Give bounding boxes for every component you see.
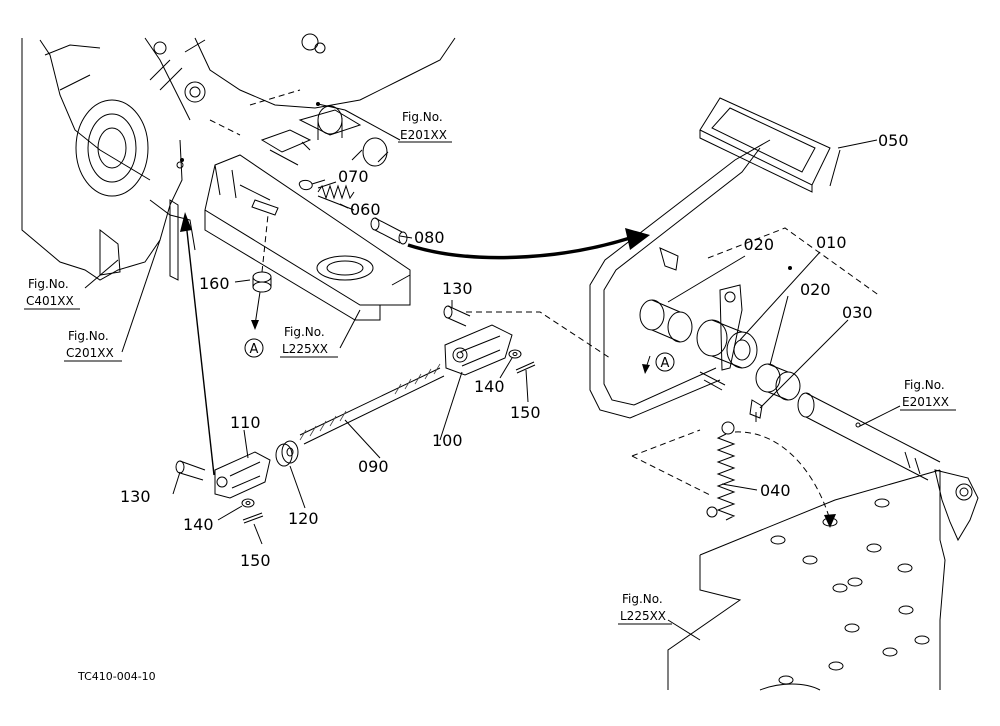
part-label: 040 bbox=[760, 481, 791, 500]
pin-130-upper bbox=[443, 305, 471, 327]
frame-holes bbox=[770, 498, 930, 685]
svg-text:Fig.No.: Fig.No. bbox=[284, 325, 325, 339]
leader-lines bbox=[84, 102, 901, 641]
part-label: 030 bbox=[842, 303, 873, 322]
svg-text:A: A bbox=[661, 356, 670, 371]
washer-140-lower bbox=[241, 498, 255, 508]
svg-text:Fig.No.: Fig.No. bbox=[904, 378, 945, 392]
drawing-code: TC410-004-10 bbox=[77, 670, 156, 683]
part-label: 120 bbox=[288, 509, 319, 528]
cotter-150-upper bbox=[515, 361, 536, 374]
marker-a-right: A bbox=[642, 352, 675, 374]
figure-ref-e201xx-top: Fig.No. E201XX bbox=[398, 110, 452, 143]
part-label: 150 bbox=[510, 403, 541, 422]
part-label: 020 bbox=[800, 280, 831, 299]
pedal-boss-010 bbox=[696, 284, 758, 391]
svg-text:L225XX: L225XX bbox=[282, 342, 328, 356]
bushing-020-left bbox=[639, 299, 693, 343]
part-label: 140 bbox=[474, 377, 505, 396]
svg-text:C201XX: C201XX bbox=[66, 346, 114, 360]
svg-text:Fig.No.: Fig.No. bbox=[622, 592, 663, 606]
part-label: 160 bbox=[199, 274, 230, 293]
figure-ref-l225xx-mid: Fig.No. L225XX bbox=[280, 325, 338, 358]
dot-010 bbox=[788, 266, 792, 270]
part-label: 090 bbox=[358, 457, 389, 476]
figure-ref-e201xx-right: Fig.No. E201XX bbox=[900, 378, 956, 411]
part-label: 130 bbox=[442, 279, 473, 298]
figure-references: Fig.No. E201XX Fig.No. C401XX Fig.No. C2… bbox=[24, 110, 956, 625]
part-label: 130 bbox=[120, 487, 151, 506]
grease-nipple-030 bbox=[749, 399, 763, 422]
part-label: 110 bbox=[230, 413, 261, 432]
spring-clip-070 bbox=[298, 179, 326, 191]
marker-a-left: A bbox=[244, 338, 264, 358]
svg-text:A: A bbox=[250, 342, 259, 357]
collar-160 bbox=[251, 214, 272, 330]
svg-text:L225XX: L225XX bbox=[620, 609, 666, 623]
leader-010 bbox=[739, 251, 821, 341]
transmission-casing bbox=[21, 33, 456, 281]
svg-text:E201XX: E201XX bbox=[902, 395, 949, 409]
part-label: 140 bbox=[183, 515, 214, 534]
cotter-150-lower bbox=[242, 512, 264, 524]
part-label: 020 bbox=[743, 235, 774, 254]
part-label: 080 bbox=[414, 228, 445, 247]
svg-text:Fig.No.: Fig.No. bbox=[68, 329, 109, 343]
part-label: 150 bbox=[240, 551, 271, 570]
part-labels: 020 010 020 030 040 050 060 070 080 090 … bbox=[120, 131, 909, 570]
sub-assembly-bracket-010 bbox=[707, 227, 881, 297]
pin-130-lower bbox=[175, 460, 206, 481]
brake-pedal-050 bbox=[589, 97, 831, 419]
washer-140-upper bbox=[508, 349, 522, 359]
clevis-110 bbox=[214, 451, 271, 499]
rod-090 bbox=[299, 363, 445, 445]
svg-text:C401XX: C401XX bbox=[26, 294, 74, 308]
part-label: 060 bbox=[350, 200, 381, 219]
part-label: 010 bbox=[816, 233, 847, 252]
frame-plate bbox=[667, 469, 946, 691]
clevis-100 bbox=[444, 324, 513, 376]
svg-text:Fig.No.: Fig.No. bbox=[402, 110, 443, 124]
pedal-shaft bbox=[797, 392, 979, 542]
assembly-arrow-up bbox=[180, 212, 215, 476]
part-label: 050 bbox=[878, 131, 909, 150]
figure-ref-c401xx: Fig.No. C401XX bbox=[24, 277, 80, 310]
part-label: 070 bbox=[338, 167, 369, 186]
assembly-arrow-curved bbox=[407, 228, 650, 260]
pedal-bracket-plate bbox=[204, 154, 411, 321]
svg-text:Fig.No.: Fig.No. bbox=[28, 277, 69, 291]
bushing-020-right bbox=[755, 363, 801, 401]
figure-ref-c201xx: Fig.No. C201XX bbox=[64, 329, 122, 362]
assembly-line-clevis bbox=[466, 311, 611, 359]
part-label: 100 bbox=[432, 431, 463, 450]
pin-080 bbox=[370, 217, 408, 245]
svg-text:E201XX: E201XX bbox=[400, 128, 447, 142]
assembly-line-spring bbox=[631, 429, 713, 497]
spring-060 bbox=[317, 184, 355, 211]
figure-ref-l225xx-bottom: Fig.No. L225XX bbox=[618, 592, 672, 625]
nut-120 bbox=[275, 440, 299, 467]
return-spring-040 bbox=[706, 421, 836, 528]
